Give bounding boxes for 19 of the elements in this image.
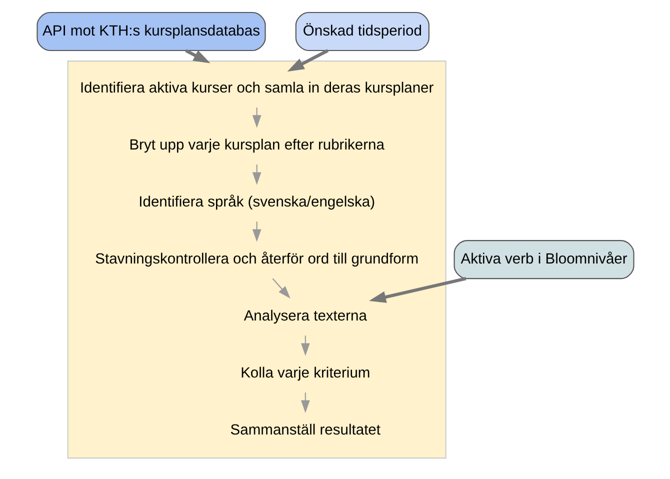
arrow xyxy=(252,222,261,242)
arrow xyxy=(300,336,310,356)
cluster xyxy=(66,60,446,459)
arrow xyxy=(286,49,328,72)
arrow xyxy=(272,278,290,299)
node-text: Analysera texterna xyxy=(243,308,366,324)
node-box: Önskad tidsperiod xyxy=(294,12,429,52)
node-box: API mot KTH:s kursplansdatabas xyxy=(36,12,266,52)
node-box: Aktiva verb i Bloomnivåer xyxy=(453,240,634,280)
arrow xyxy=(252,164,261,185)
arrow xyxy=(300,392,310,413)
node-text: Bryt upp varje kursplan efter rubrikerna xyxy=(128,137,384,154)
node-text: Sammanställ resultatet xyxy=(230,422,380,439)
node-text: Identifiera språk (svenska/engelska) xyxy=(138,194,375,210)
node-text: Identifiera aktiva kurser och samla in deras kursplaner xyxy=(79,80,434,96)
arrow xyxy=(252,108,261,128)
node-text: Kolla varje kriterium xyxy=(240,366,370,382)
node-text: Stavningskontrollera och återför ord till grundform xyxy=(94,251,418,268)
arrow xyxy=(184,49,210,64)
